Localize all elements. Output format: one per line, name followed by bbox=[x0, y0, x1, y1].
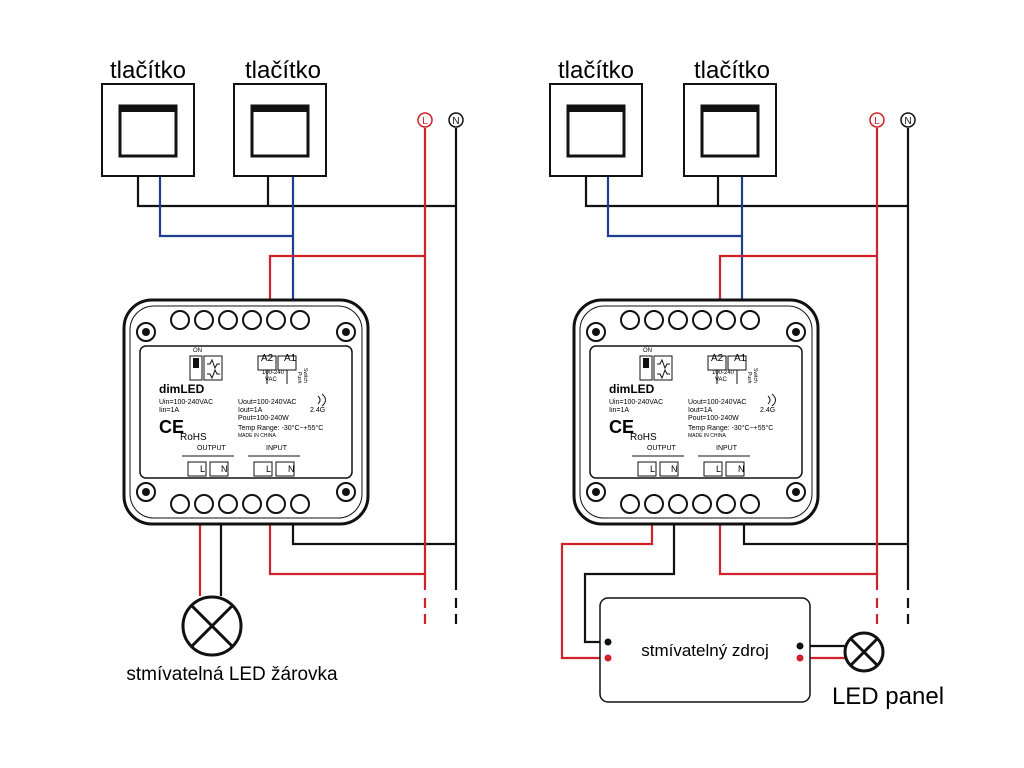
uout-label: Uout=100-240VAC bbox=[238, 399, 296, 406]
led-panel-icon bbox=[843, 631, 885, 673]
a2-label: A2 bbox=[261, 353, 274, 364]
brand-label: dimLED bbox=[159, 382, 205, 396]
live-wire-driver-r bbox=[560, 508, 654, 660]
push-button-2-label: tlačítko bbox=[245, 57, 321, 84]
input-label: INPUT bbox=[266, 445, 288, 452]
a1-label-r: A1 bbox=[734, 353, 747, 364]
neutral-wire-buttons-r bbox=[584, 176, 908, 208]
neutral-terminal-icon-r bbox=[900, 112, 916, 128]
pout-label: Pout=100-240W bbox=[238, 415, 289, 422]
live-terminal-label: L bbox=[422, 116, 428, 127]
device-labels-right: ON A2 A1 100-240 VAC Push Switch dimLED … bbox=[609, 348, 775, 474]
ce-mark: CE bbox=[159, 417, 184, 437]
push-button-3-label: tlačítko bbox=[558, 57, 634, 84]
live-terminal-icon-r bbox=[869, 112, 885, 128]
push-button-1-label: tlačítko bbox=[110, 57, 186, 84]
uout-label-r: Uout=100-240VAC bbox=[688, 399, 746, 406]
dimmable-driver bbox=[599, 597, 811, 703]
push-button-2 bbox=[232, 82, 328, 178]
vac-label-2-r: VAC bbox=[715, 377, 728, 383]
push-button-4-label: tlačítko bbox=[694, 57, 770, 84]
neutral-wire-driver-r bbox=[583, 508, 676, 644]
live-wire-a2-r bbox=[718, 254, 877, 314]
temp-label-r: Temp Range: -30°C~+55°C bbox=[688, 424, 773, 432]
led-bulb-icon bbox=[181, 595, 243, 657]
made-in-label: MADE IN CHINA bbox=[238, 433, 276, 439]
rohs-label-r: RoHS bbox=[630, 432, 657, 443]
push-button-3 bbox=[548, 82, 644, 178]
uin-label: Uin=100-240VAC bbox=[159, 399, 213, 406]
switch-wire-r bbox=[606, 176, 744, 238]
iout-label: Iout=1A bbox=[238, 407, 263, 414]
neutral-terminal-label: N bbox=[452, 116, 459, 127]
pout-label-r: Pout=100-240W bbox=[688, 415, 739, 422]
switch-on-label-r: ON bbox=[643, 348, 652, 354]
in-l-label: L bbox=[266, 464, 271, 474]
live-wire-a2 bbox=[268, 254, 425, 314]
switch-label: Switch bbox=[302, 368, 308, 383]
neutral-wire-buttons bbox=[136, 176, 456, 208]
out-n-label-r: N bbox=[671, 464, 678, 474]
live-wire-input bbox=[268, 508, 425, 576]
live-wire-input-r bbox=[718, 508, 877, 576]
neutral-terminal-label-r: N bbox=[904, 116, 911, 127]
iin-label-r: Iin=1A bbox=[609, 407, 629, 414]
in-n-label-r: N bbox=[738, 464, 745, 474]
rf-label-r: 2.4G bbox=[760, 407, 775, 414]
in-l-label-r: L bbox=[716, 464, 721, 474]
rohs-label: RoHS bbox=[180, 432, 207, 443]
temp-label: Temp Range: -30°C~+55°C bbox=[238, 424, 323, 432]
switch-wire bbox=[158, 176, 295, 238]
out-l-label-r: L bbox=[650, 464, 655, 474]
push-button-1 bbox=[100, 82, 196, 178]
push-label: Push bbox=[296, 372, 302, 384]
output-label: OUTPUT bbox=[197, 445, 227, 452]
live-terminal-icon bbox=[417, 112, 433, 128]
a2-label-r: A2 bbox=[711, 353, 724, 364]
uin-label-r: Uin=100-240VAC bbox=[609, 399, 663, 406]
iout-label-r: Iout=1A bbox=[688, 407, 713, 414]
switch-on-label: ON bbox=[193, 348, 202, 354]
right-diagram: L N tlačítko tlačítko ON A2 A1 100-240 V… bbox=[548, 57, 944, 710]
dimmable-driver-label: stmívatelný zdroj bbox=[641, 641, 769, 660]
iin-label: Iin=1A bbox=[159, 407, 179, 414]
out-l-label: L bbox=[200, 464, 205, 474]
in-n-label: N bbox=[288, 464, 295, 474]
vac-label-1-r: 100-240 bbox=[712, 370, 735, 376]
switch-label-r: Switch bbox=[752, 368, 758, 383]
push-label-r: Push bbox=[746, 372, 752, 384]
made-in-label-r: MADE IN CHINA bbox=[688, 433, 726, 439]
vac-label-2: VAC bbox=[265, 377, 278, 383]
led-panel-label: LED panel bbox=[832, 683, 944, 710]
left-diagram: L N tlačítko tlačítko ON A2 A1 100-240 V… bbox=[100, 57, 464, 685]
driver-terminals bbox=[604, 638, 804, 662]
push-button-4 bbox=[682, 82, 778, 178]
led-bulb-label: stmívatelná LED žárovka bbox=[126, 664, 338, 685]
device-labels-left: ON A2 A1 100-240 VAC Push Switch dimLED … bbox=[159, 348, 325, 474]
brand-label-r: dimLED bbox=[609, 382, 655, 396]
input-label-r: INPUT bbox=[716, 445, 738, 452]
out-n-label: N bbox=[221, 464, 228, 474]
ce-mark-r: CE bbox=[609, 417, 634, 437]
neutral-terminal-icon bbox=[448, 112, 464, 128]
output-label-r: OUTPUT bbox=[647, 445, 677, 452]
rf-label: 2.4G bbox=[310, 407, 325, 414]
a1-label: A1 bbox=[284, 353, 297, 364]
live-terminal-label-r: L bbox=[874, 116, 880, 127]
vac-label-1: 100-240 bbox=[262, 370, 285, 376]
